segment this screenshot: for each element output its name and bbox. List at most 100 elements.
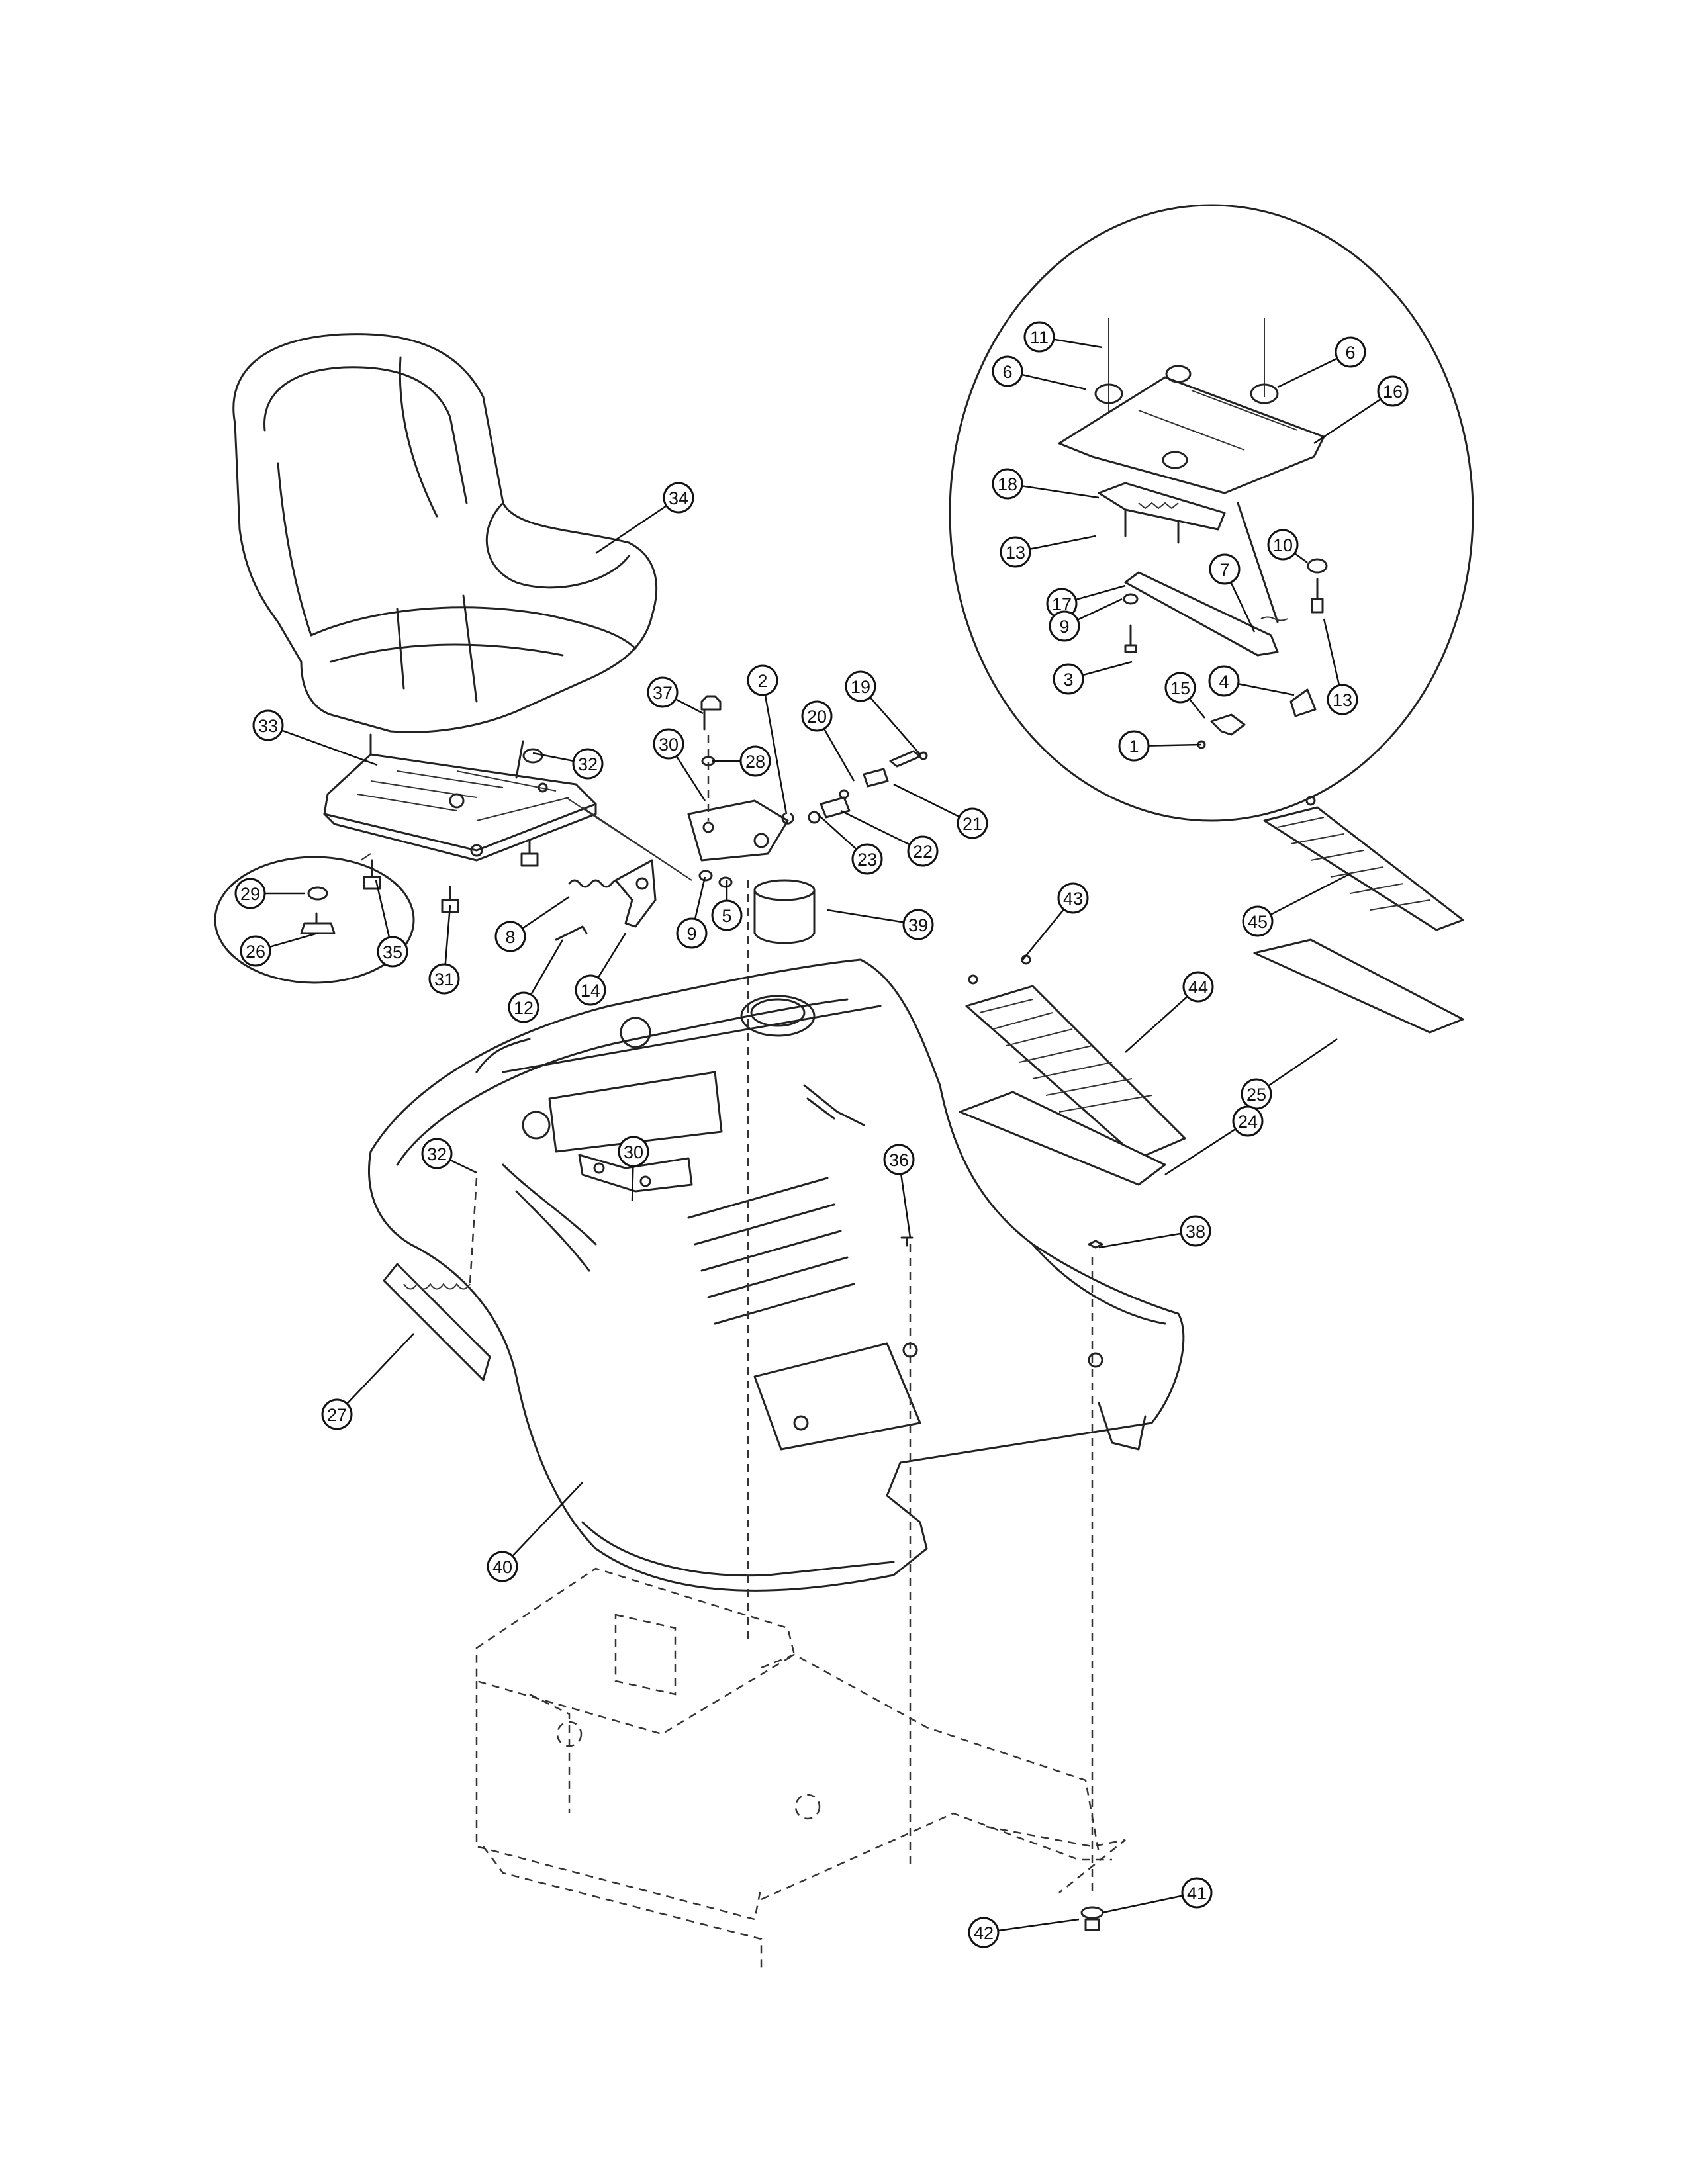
leader-line: [694, 876, 706, 919]
leader-line: [869, 696, 921, 755]
leader-line: [375, 880, 391, 938]
callout-number: 22: [913, 842, 933, 862]
leader-line: [595, 505, 667, 555]
seat-latch-drawing: [555, 859, 657, 941]
leader-line: [1238, 683, 1295, 696]
callout-circle: [1232, 1105, 1264, 1137]
leader-line: [1021, 373, 1086, 390]
callout-number: 24: [1238, 1112, 1258, 1132]
leader-line: [1082, 660, 1133, 676]
leader-line: [893, 783, 960, 818]
leader-line: [827, 909, 904, 923]
callout-43: 43: [1022, 882, 1089, 960]
callout-number: 25: [1246, 1085, 1266, 1105]
leader-line: [1323, 618, 1340, 686]
callout-circle: [1335, 336, 1366, 368]
callout-circle: [957, 807, 988, 839]
callout-number: 44: [1188, 978, 1208, 997]
callout-number: 45: [1248, 912, 1268, 932]
callout-number: 3: [1063, 670, 1073, 690]
leader-line: [281, 729, 378, 766]
callout-13: 13: [1323, 618, 1358, 715]
leader-line: [1277, 357, 1338, 388]
callout-18: 18: [992, 468, 1100, 500]
callout-26: 26: [240, 932, 318, 967]
callout-circle: [1180, 1215, 1211, 1247]
callout-number: 32: [427, 1144, 447, 1164]
leader-line: [1075, 584, 1126, 601]
leader-line: [823, 728, 855, 782]
callout-circle: [508, 991, 539, 1023]
seat-adjust-bracket-drawing: [687, 695, 794, 888]
leader-line: [597, 933, 627, 978]
leader-line: [1029, 535, 1096, 550]
leader-line: [764, 694, 788, 815]
callout-number: 9: [1059, 617, 1069, 637]
leader-line: [1268, 1038, 1338, 1087]
callout-circle: [1267, 529, 1299, 561]
leader-line: [1313, 398, 1382, 445]
callout-11: 11: [1023, 321, 1103, 353]
callout-circle: [883, 1144, 915, 1175]
callout-number: 6: [1002, 362, 1012, 382]
callout-28: 28: [712, 745, 771, 777]
callout-number: 39: [908, 915, 928, 935]
callout-circle: [428, 963, 460, 995]
callout-number: 42: [974, 1923, 994, 1943]
callout-circle: [801, 700, 833, 732]
callout-number: 9: [686, 924, 696, 944]
leader-line: [444, 905, 451, 965]
callout-circle: [653, 728, 684, 760]
callout-circle: [234, 878, 266, 909]
leader-line: [530, 939, 564, 995]
callout-number: 18: [998, 475, 1017, 494]
callout-circle: [968, 1917, 1000, 1948]
callout-number: 20: [807, 707, 827, 727]
callout-number: 36: [889, 1150, 909, 1170]
callout-36: 36: [883, 1144, 915, 1238]
callout-number: 43: [1063, 889, 1083, 909]
callout-6: 6: [1277, 336, 1366, 388]
seat-mount-detail-circle: [949, 204, 1474, 822]
callout-circle: [711, 899, 743, 931]
callout-6: 6: [992, 355, 1086, 390]
callout-circle: [676, 917, 708, 949]
callout-number: 29: [240, 884, 260, 904]
callout-number: 41: [1187, 1884, 1207, 1903]
callout-13: 13: [1000, 535, 1096, 568]
callout-2: 2: [747, 664, 788, 815]
callout-number: 37: [653, 683, 673, 703]
callout-number: 16: [1383, 382, 1403, 402]
callout-circle: [321, 1398, 353, 1430]
callout-circle: [1208, 665, 1240, 697]
callout-circle: [1053, 663, 1084, 695]
callout-circle: [992, 355, 1023, 387]
callout-circle: [1023, 321, 1055, 353]
leader-line: [1230, 582, 1256, 633]
leader-line: [1053, 338, 1103, 349]
callout-9: 9: [1049, 598, 1123, 642]
leader-line: [998, 1918, 1080, 1932]
leader-line: [1294, 552, 1308, 564]
callout-number: 40: [492, 1557, 512, 1577]
callout-number: 34: [669, 488, 688, 508]
callout-7: 7: [1209, 553, 1256, 633]
leader-line: [631, 1165, 634, 1202]
foot-pads-drawing: [959, 796, 1464, 1186]
leader-line: [675, 755, 706, 801]
callout-20: 20: [801, 700, 855, 782]
callout-circle: [1327, 684, 1358, 715]
callout-number: 7: [1219, 560, 1229, 580]
callout-circle: [647, 676, 679, 708]
seat-drawing: [232, 333, 657, 733]
callout-number: 23: [857, 850, 877, 870]
callout-number: 26: [246, 942, 265, 962]
leader-line: [1270, 872, 1351, 916]
callout-35: 35: [375, 880, 408, 968]
alignment-lines: [469, 735, 1094, 1893]
callout-22: 22: [840, 809, 939, 867]
callout-circle: [1377, 375, 1409, 407]
callout-number: 14: [581, 981, 600, 1001]
